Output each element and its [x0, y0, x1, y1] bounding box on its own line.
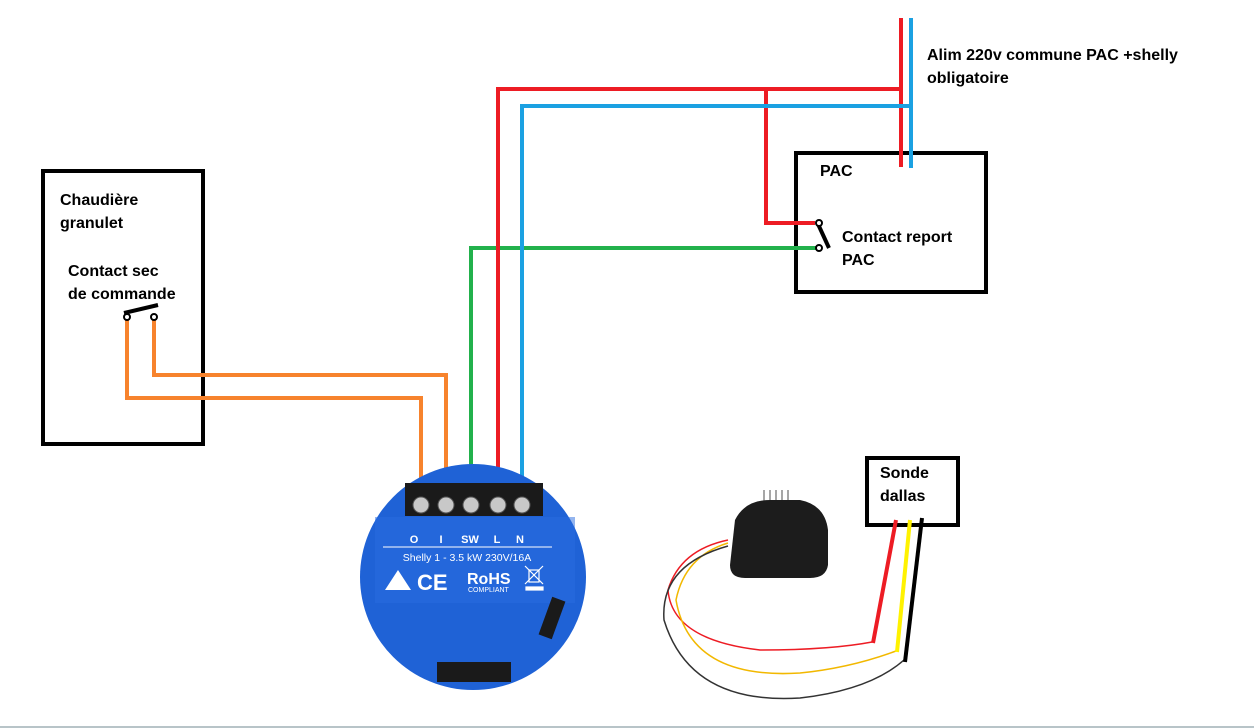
orange-wire-i — [152, 320, 448, 482]
high-voltage-warning-icon — [385, 570, 411, 590]
blue-wire-n — [520, 104, 911, 482]
orange-wire-o — [125, 320, 423, 482]
bottom-connector — [437, 662, 511, 682]
terminal-l: L — [494, 534, 501, 546]
pac-contact-label-line2: PAC — [842, 252, 875, 269]
ce-mark: CE — [417, 570, 448, 595]
green-wire-sw — [469, 246, 816, 482]
sensor-label-line1: Sonde — [880, 465, 929, 482]
boiler-dry-contact-icon — [123, 303, 159, 321]
rohs-compliant: COMPLIANT — [468, 587, 510, 594]
terminal-screws — [412, 496, 531, 514]
red-wire-l — [496, 87, 903, 482]
pac-contact-label-line1: Contact report — [842, 229, 953, 246]
boiler-box — [41, 169, 205, 446]
pac-title: PAC — [820, 163, 853, 180]
sensor-box — [865, 456, 960, 527]
boiler-label-line2: granulet — [60, 215, 124, 232]
pac-relay-contact-icon — [815, 219, 831, 252]
power-label-line1: Alim 220v commune PAC +shelly — [927, 47, 1178, 64]
terminal-sw: SW — [461, 534, 479, 546]
weee-bin-icon — [524, 565, 544, 591]
terminal-o: O — [410, 534, 419, 546]
red-wire-pac-contact — [764, 89, 815, 225]
boiler-contact-label-line2: de commande — [68, 286, 176, 303]
rohs-mark: RoHS — [467, 571, 511, 588]
terminal-n: N — [516, 534, 524, 546]
terminal-i: I — [439, 534, 442, 546]
boiler-label-line1: Chaudière — [60, 192, 138, 209]
power-label-line2: obligatoire — [927, 70, 1009, 87]
shelly-1-relay: O I SW L N Shelly 1 - 3.5 kW 230V/16A CE… — [360, 464, 586, 690]
programming-header — [538, 596, 566, 640]
boiler-contact-label-line1: Contact sec — [68, 263, 159, 280]
sensor-label-line2: dallas — [880, 488, 925, 505]
temperature-sensor-addon — [663, 490, 924, 700]
shelly-model-label: Shelly 1 - 3.5 kW 230V/16A — [403, 552, 531, 564]
